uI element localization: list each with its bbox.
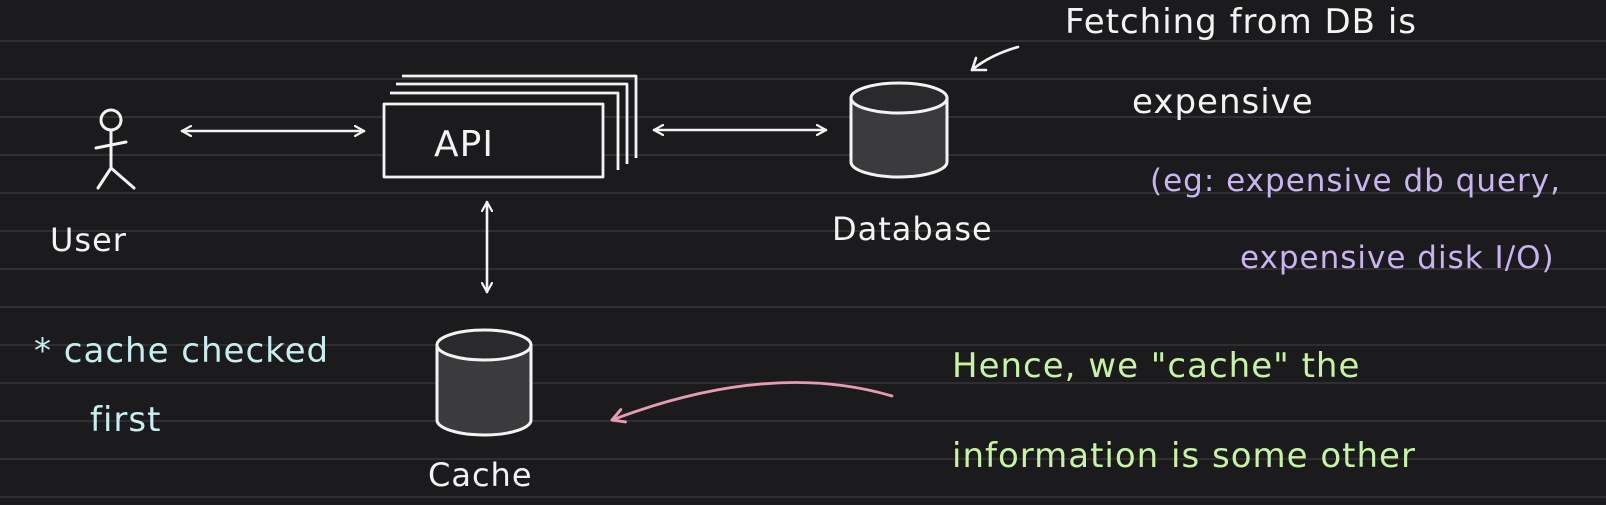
example-note-line-2: expensive disk I/O) (1240, 240, 1555, 276)
hence-note-line-2: information is some other (952, 436, 1416, 476)
user-label: User (50, 221, 127, 259)
cache-checked-note-line-1: * cache checked (34, 331, 330, 371)
api-label: API (434, 124, 494, 165)
fetching-note-line-1: Fetching from DB is (1065, 2, 1417, 42)
hence-note-line-1: Hence, we "cache" the (952, 346, 1361, 386)
database-label: Database (832, 210, 993, 248)
note-pointer-arrow (970, 45, 1020, 72)
hence-pointer-arrow (612, 381, 894, 421)
example-note-line-1: (eg: expensive db query, (1150, 163, 1562, 199)
cache-checked-note-line-2: first (90, 400, 162, 440)
cache-cylinder-icon (435, 328, 533, 437)
fetching-note-line-2: expensive (1132, 82, 1314, 122)
cache-label: Cache (428, 456, 533, 494)
user-figure-icon (94, 108, 136, 190)
database-cylinder-icon (849, 81, 949, 179)
api-server-stack (382, 74, 638, 179)
